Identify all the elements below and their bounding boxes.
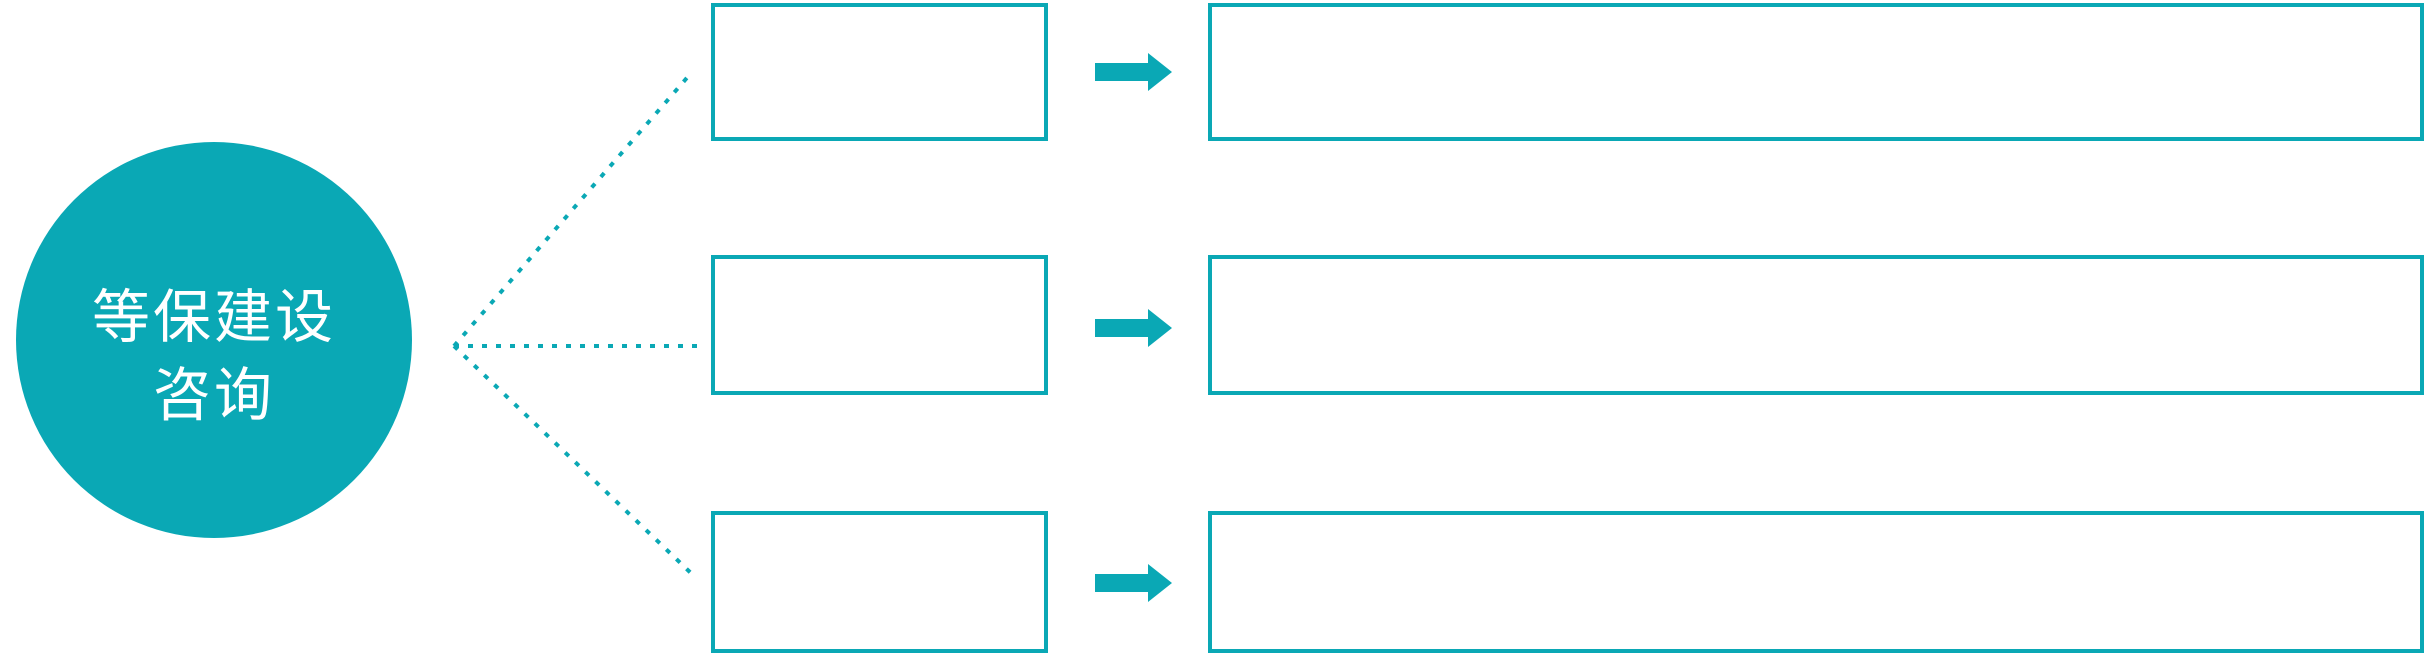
arrow-right-icon — [1095, 52, 1173, 92]
detail-box-1 — [1208, 3, 2424, 141]
center-node-label-line2: 咨询 — [152, 363, 275, 428]
dotted-connector-top — [452, 70, 694, 348]
detail-box-3 — [1208, 511, 2424, 653]
detail-box-2 — [1208, 255, 2424, 395]
center-node-label-line1: 等保建设 — [91, 285, 336, 350]
center-node-circle: 等保建设 咨询 — [16, 142, 412, 538]
step-box-2 — [711, 255, 1048, 395]
arrow-right-icon — [1095, 563, 1173, 603]
arrow-right-icon — [1095, 308, 1173, 348]
step-box-1 — [711, 3, 1048, 141]
step-box-3 — [711, 511, 1048, 653]
dotted-connector-bottom — [452, 344, 696, 578]
